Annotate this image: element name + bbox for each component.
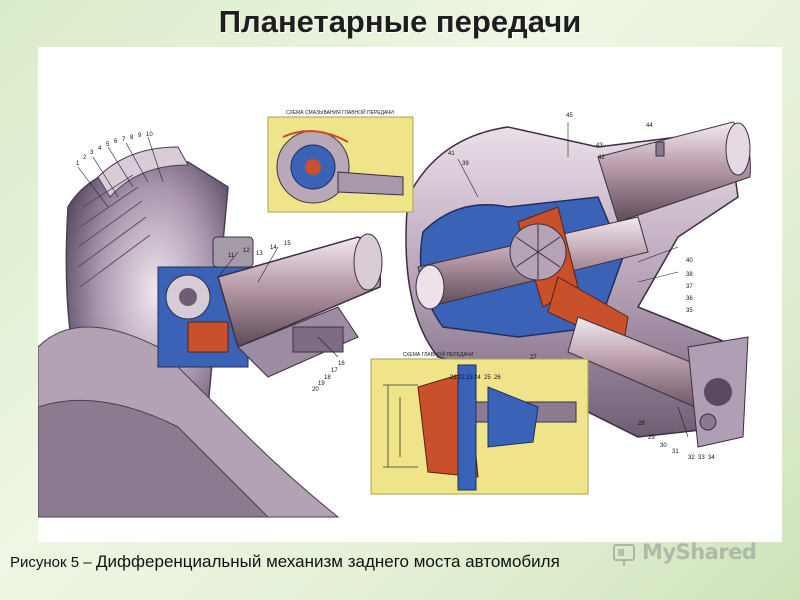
right-callout-27: 27 (530, 355, 537, 361)
right-callout-36: 36 (686, 296, 693, 302)
left-callout-7: 7 (122, 137, 126, 143)
right-callout-26: 26 (494, 375, 501, 381)
left-callout-5: 5 (106, 142, 110, 148)
right-callout-28: 28 (638, 421, 645, 427)
caption-text: Дифференциальный механизм заднего моста … (96, 552, 560, 571)
right-callout-42: 42 (598, 155, 605, 161)
left-axle-tube (217, 233, 383, 378)
left-callout-4: 4 (98, 146, 102, 152)
left-callout-11: 11 (228, 253, 235, 259)
right-callout-38: 38 (686, 272, 693, 278)
right-callout-30: 30 (660, 443, 667, 449)
callout-leaders (77, 122, 689, 438)
left-callout-15: 15 (284, 241, 291, 247)
watermark-logo: MyShared (612, 538, 772, 572)
axle-cutaway-illustration: СХЕМА СМАЗЫВАНИЯ ГЛАВНОЙ ПЕРЕДАЧИ СХЕМА … (38, 108, 751, 518)
figure-panel: СХЕМА СМАЗЫВАНИЯ ГЛАВНОЙ ПЕРЕДАЧИ СХЕМА … (38, 47, 782, 542)
right-callout-25: 25 (484, 375, 491, 381)
right-callout-34: 34 (708, 455, 715, 461)
right-callout-41: 41 (448, 151, 455, 157)
right-callout-37: 37 (686, 284, 693, 290)
right-callout-23: 23 (466, 375, 473, 381)
wheel-hub-assembly (38, 146, 340, 518)
left-callout-6: 6 (114, 139, 118, 145)
left-callout-20: 20 (312, 387, 319, 393)
caption-lead: Рисунок 5 – (10, 554, 92, 571)
left-callout-3: 3 (90, 150, 94, 156)
left-callout-13: 13 (256, 251, 263, 257)
right-callout-29: 29 (648, 435, 655, 441)
right-callout-35: 35 (686, 308, 693, 314)
inset-main-gear-scheme: СХЕМА ГЛАВНОЙ ПЕРЕДАЧИ (370, 350, 589, 495)
left-callout-2: 2 (83, 155, 87, 161)
left-callout-1: 1 (76, 161, 80, 167)
figure-caption: Рисунок 5 – Дифференциальный механизм за… (10, 552, 560, 572)
left-callout-16: 16 (338, 361, 345, 367)
right-callout-21: 21 (450, 375, 457, 381)
slide-title: Планетарные передачи (218, 4, 582, 39)
left-callout-12: 12 (243, 248, 250, 254)
left-callout-18: 18 (324, 375, 331, 381)
presentation-icon (613, 544, 635, 566)
right-callout-44: 44 (646, 123, 653, 129)
left-callout-17: 17 (331, 368, 338, 374)
left-callout-19: 19 (318, 381, 325, 387)
right-callout-39: 39 (462, 161, 469, 167)
right-callout-43: 43 (596, 143, 603, 149)
right-callout-32: 32 (688, 455, 695, 461)
left-callout-8: 8 (130, 135, 134, 141)
watermark-text: MyShared (642, 540, 757, 564)
right-callout-24: 24 (474, 375, 481, 381)
left-callout-10: 10 (146, 132, 153, 138)
inset-bottom-label: СХЕМА ГЛАВНОЙ ПЕРЕДАЧИ (403, 350, 474, 358)
left-callout-14: 14 (270, 245, 277, 251)
inset-lubrication-scheme: СХЕМА СМАЗЫВАНИЯ ГЛАВНОЙ ПЕРЕДАЧИ (267, 108, 414, 213)
left-callout-9: 9 (138, 133, 142, 139)
right-callout-22: 22 (458, 375, 465, 381)
right-callout-40: 40 (686, 258, 693, 264)
right-callout-45: 45 (566, 113, 573, 119)
inset-top-label: СХЕМА СМАЗЫВАНИЯ ГЛАВНОЙ ПЕРЕДАЧИ (286, 108, 394, 116)
right-callout-31: 31 (672, 449, 679, 455)
right-callout-33: 33 (698, 455, 705, 461)
